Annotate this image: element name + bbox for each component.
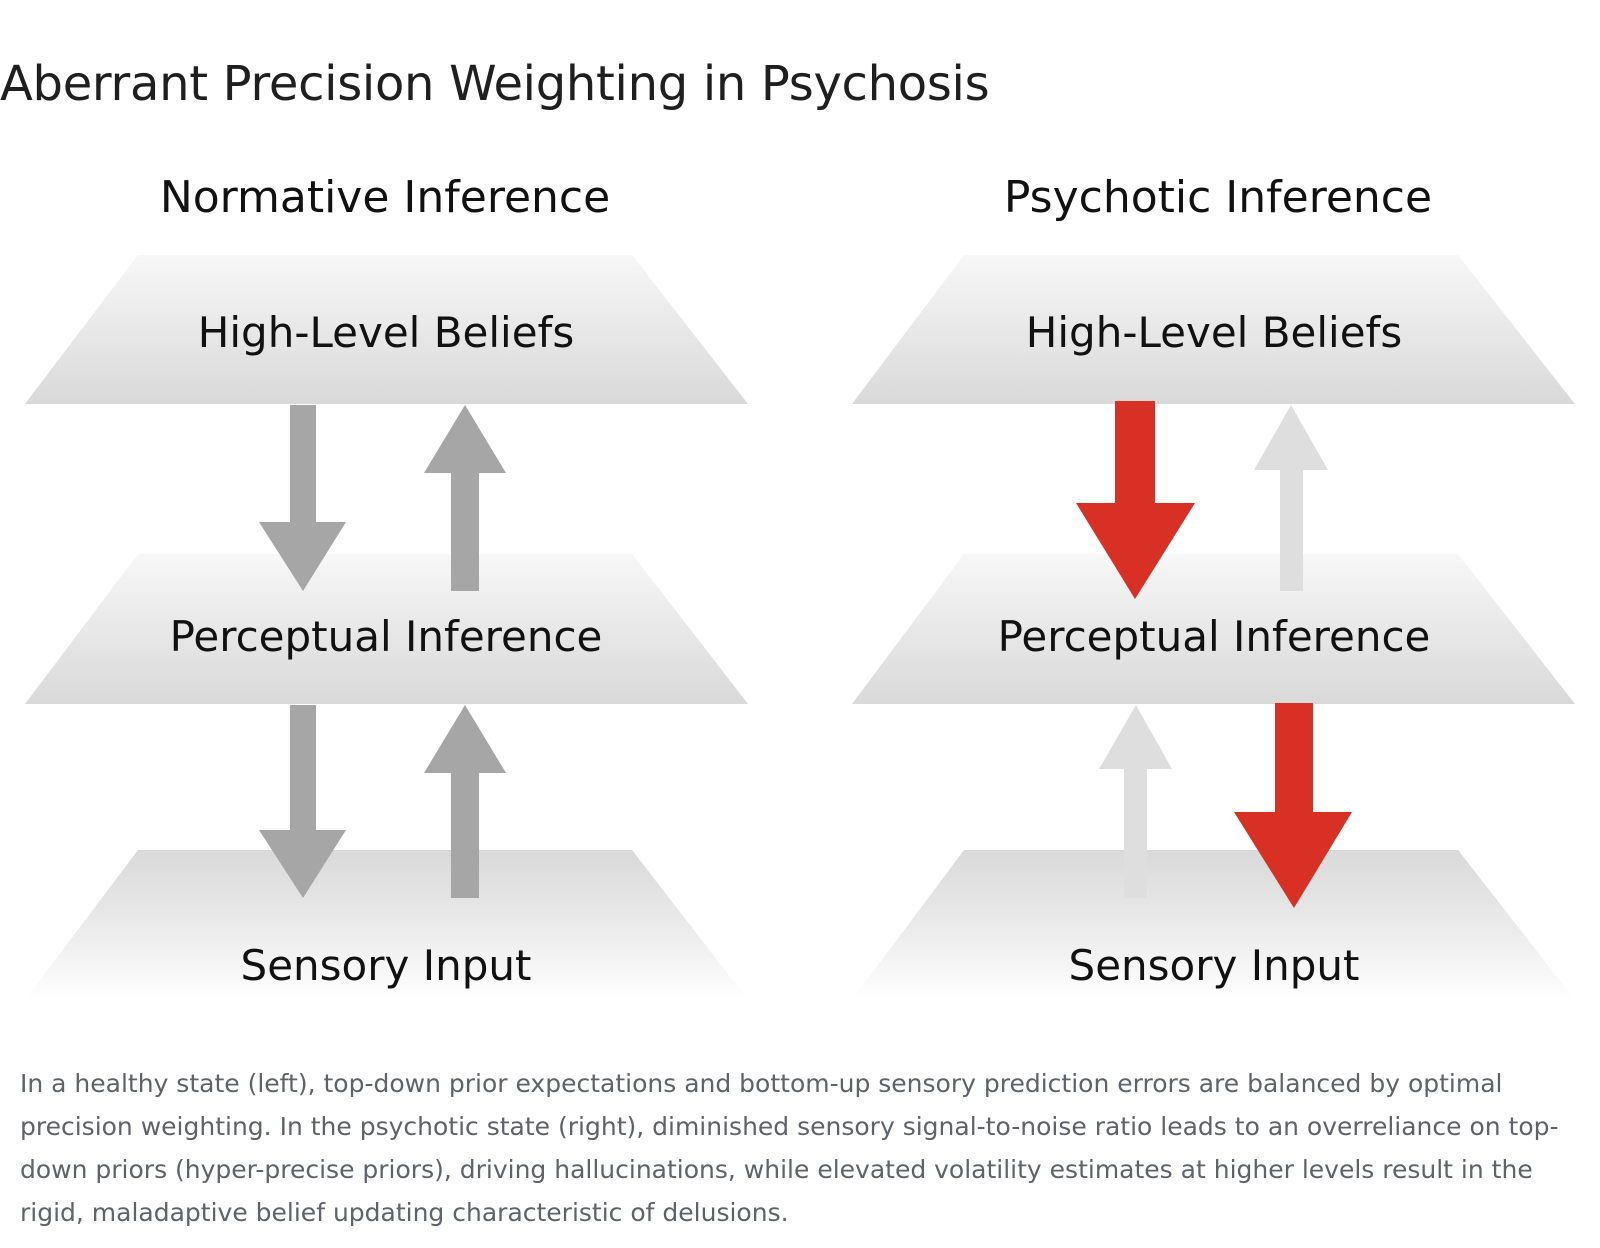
bottom-up-arrow-sensory-to-perception: [424, 705, 506, 898]
level-label-perceptual-inference: Perceptual Inference: [170, 612, 603, 661]
panel-psychotic: Psychotic Inference High-Level Beliefs P…: [852, 172, 1575, 1000]
panel-normative: Normative Inference High-Level Beliefs P…: [25, 172, 748, 1000]
panel-title-normative: Normative Inference: [160, 172, 610, 223]
weak-bottom-up-arrow-sensory-to-perception: [1099, 705, 1172, 898]
level-slab-sensory-input: [852, 850, 1575, 1000]
level-slab-perceptual-inference: [25, 554, 748, 704]
bottom-up-arrow-perception-to-beliefs: [424, 405, 506, 591]
panel-title-psychotic: Psychotic Inference: [1004, 172, 1432, 223]
top-down-arrow-beliefs-to-perception: [259, 405, 346, 591]
level-slab-perceptual-inference: [852, 554, 1575, 704]
level-label-high-level-beliefs: High-Level Beliefs: [1026, 308, 1402, 357]
weak-bottom-up-arrow-perception-to-beliefs: [1254, 405, 1328, 591]
hyper-precise-prior-arrow-perception-to-sensory: [1234, 703, 1352, 908]
level-slab-high-level-beliefs: [25, 255, 748, 404]
top-down-arrow-perception-to-sensory: [259, 705, 346, 898]
precision-weighting-diagram: Normative Inference High-Level Beliefs P…: [0, 150, 1600, 1030]
level-slab-high-level-beliefs: [852, 255, 1575, 404]
level-label-perceptual-inference: Perceptual Inference: [998, 612, 1431, 661]
level-label-high-level-beliefs: High-Level Beliefs: [198, 308, 574, 357]
level-slab-sensory-input: [25, 850, 748, 1000]
hyper-precise-prior-arrow-beliefs-to-perception: [1076, 401, 1195, 599]
level-label-sensory-input: Sensory Input: [1069, 941, 1360, 990]
page-title: Aberrant Precision Weighting in Psychosi…: [0, 56, 990, 112]
level-label-sensory-input: Sensory Input: [241, 941, 532, 990]
figure-caption: In a healthy state (left), top-down prio…: [20, 1069, 1559, 1227]
